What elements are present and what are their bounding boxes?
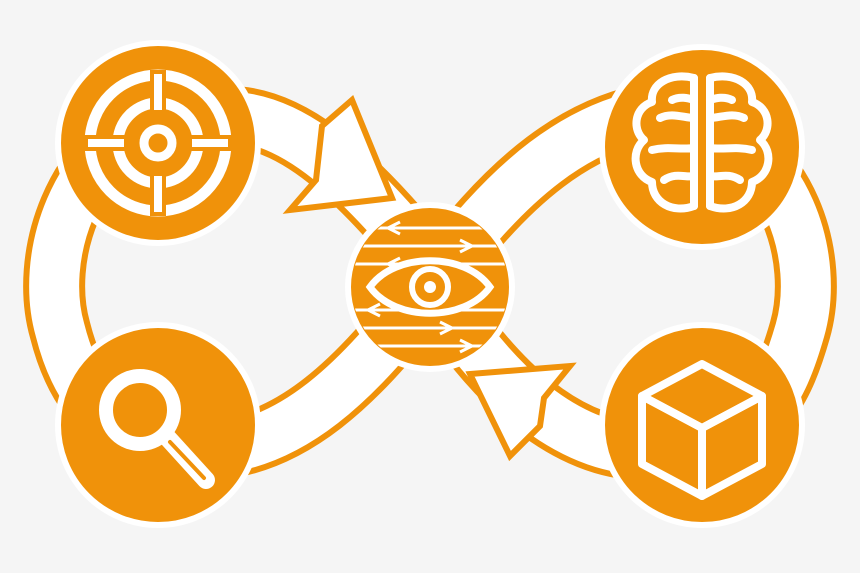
arrow-left-up-icon bbox=[465, 362, 577, 462]
node-brain bbox=[599, 44, 805, 250]
cube-icon bbox=[638, 360, 766, 500]
node-search bbox=[55, 322, 261, 528]
node-center bbox=[345, 202, 515, 372]
node-target bbox=[55, 40, 261, 246]
arrow-right-down-icon bbox=[282, 94, 397, 214]
node-cube bbox=[599, 322, 805, 528]
eye-icon bbox=[365, 257, 495, 317]
magnifier-icon bbox=[99, 369, 215, 489]
brain-icon bbox=[631, 72, 773, 213]
